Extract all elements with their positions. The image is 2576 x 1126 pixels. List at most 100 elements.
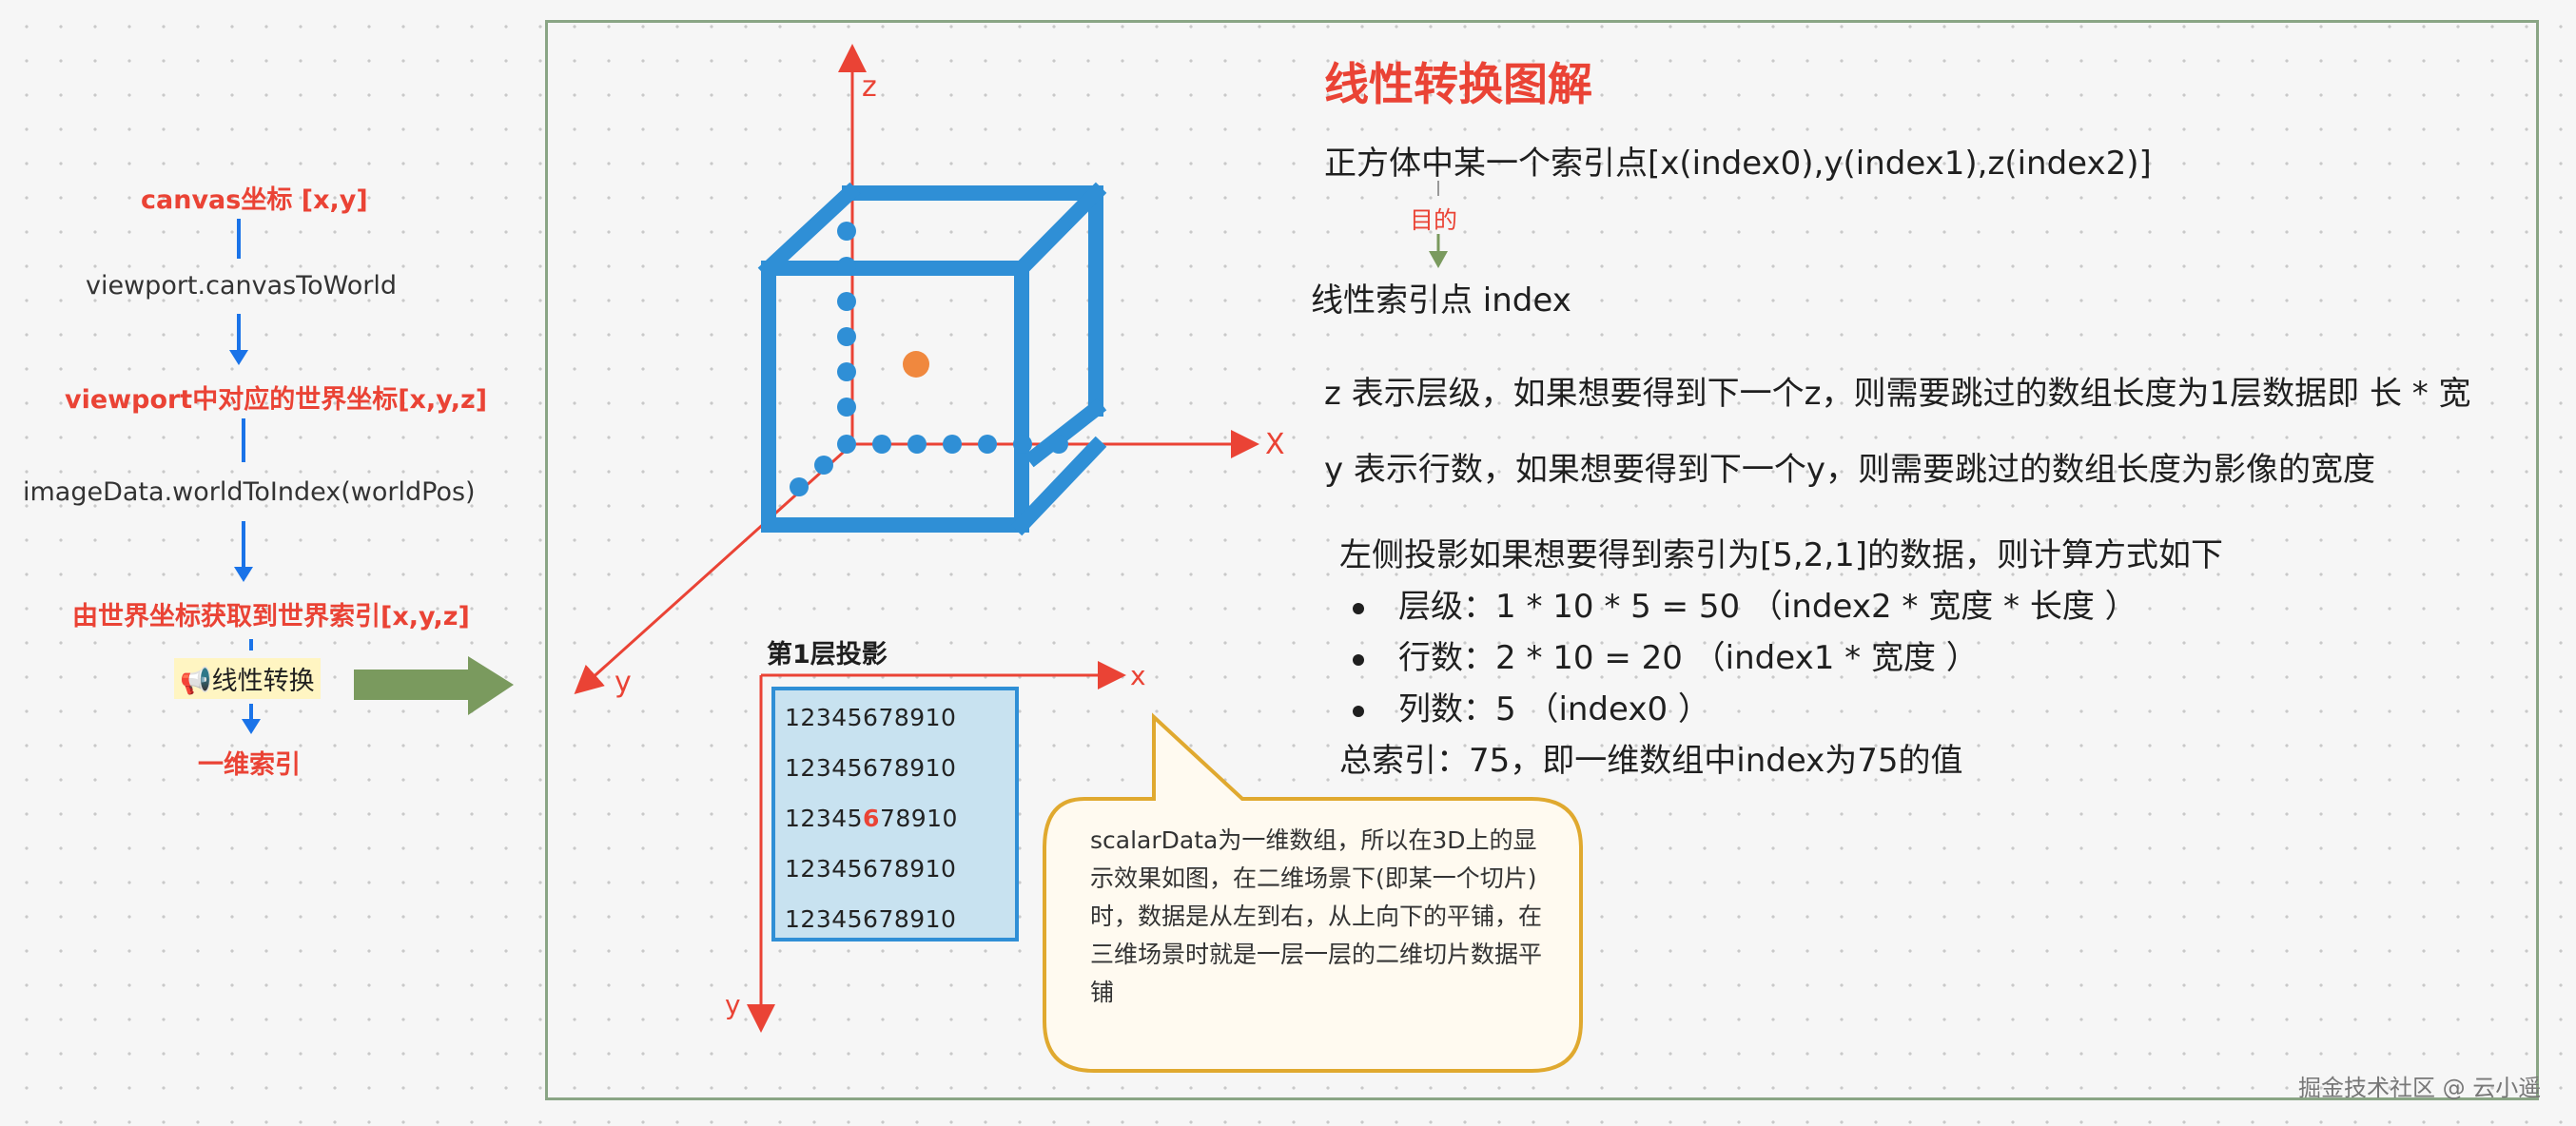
flow-connector: [242, 521, 245, 569]
flow-connector: [237, 314, 241, 352]
total-index-text: 总索引：75，即一维数组中index为75的值: [1339, 742, 1963, 780]
grid-cell: 4: [831, 855, 848, 883]
grid-cell: 9: [909, 905, 926, 933]
megaphone-icon: 📢: [180, 667, 212, 696]
bullet-dot-icon: [1353, 705, 1364, 717]
purpose-label: 目的: [1410, 206, 1458, 234]
grid-cell: 7: [879, 805, 896, 832]
grid-row: 12345678910: [785, 793, 1015, 844]
grid-cell: 4: [831, 704, 848, 731]
grid-row: 12345678910: [785, 692, 1015, 743]
flow-label-canvas-to-world: viewport.canvasToWorld: [86, 271, 397, 301]
flow-step-world-coords: viewport中对应的世界坐标[x,y,z]: [65, 385, 488, 415]
grid-cell: 10: [927, 805, 958, 832]
flow-label-world-to-index: imageData.worldToIndex(worldPos): [23, 477, 476, 507]
index-point: [903, 351, 929, 378]
linear-transform-note: 📢线性转换: [174, 658, 321, 699]
y-axis-label: y: [615, 666, 632, 699]
grid-cell: 6: [863, 805, 880, 832]
grid-cell: 5: [847, 855, 864, 883]
grid-cell: 4: [831, 754, 848, 782]
projection-title: 第1层投影: [767, 640, 888, 670]
bullet-text: 列数：5 （index0 ）: [1398, 690, 1710, 728]
flow-arrow-down: [234, 567, 253, 582]
grid-cell: 7: [878, 704, 894, 731]
flow-connector: [237, 219, 241, 259]
grid-cell: 1: [785, 805, 801, 832]
grid-cell: 6: [863, 905, 879, 933]
grid-cell: 2: [800, 905, 816, 933]
calc-bullet-row: 行数：2 * 10 = 20 （index1 * 宽度 ）: [1353, 631, 1979, 678]
flow-connector: [242, 418, 245, 462]
grid-cell: 1: [785, 855, 801, 883]
bullet-dot-icon: [1353, 653, 1364, 666]
flow-step-world-index: 由世界坐标获取到世界索引[x,y,z]: [72, 602, 470, 631]
grid-cell: 1: [785, 704, 801, 731]
purpose-arrow-icon: [1429, 251, 1448, 268]
grid-row: 12345678910: [785, 894, 1015, 944]
flow-step-1d-index: 一维索引: [198, 750, 301, 780]
grid-cell: 2: [800, 855, 816, 883]
grid-cell: 8: [893, 754, 910, 782]
grid-cell: 8: [895, 805, 911, 832]
grid-cell: 10: [925, 704, 957, 731]
cube-index-point-text: 正方体中某一个索引点[x(index0),y(index1),z(index2)…: [1324, 145, 2152, 183]
flow-connector: [249, 704, 253, 721]
projection-y-label: y: [725, 989, 741, 1020]
z-axis-label: z: [862, 70, 877, 104]
grid-row: 12345678910: [785, 844, 1015, 894]
y-explanation: y 表示行数，如果想要得到下一个y，则需要跳过的数组长度为影像的宽度: [1324, 451, 2376, 489]
grid-cell: 7: [878, 855, 894, 883]
projection-x-label: x: [1130, 660, 1146, 691]
z-explanation: z 表示层级，如果想要得到下一个z，则需要跳过的数组长度为1层数据即 长 * 宽: [1324, 375, 2471, 413]
grid-cell: 1: [785, 905, 801, 933]
grid-cell: 6: [863, 754, 879, 782]
bullet-text: 行数：2 * 10 = 20 （index1 * 宽度 ）: [1398, 639, 1979, 677]
x-axis-label: X: [1265, 428, 1285, 461]
watermark: 掘金技术社区 @ 云小遥: [2298, 1075, 2542, 1101]
grid-cell: 2: [800, 754, 816, 782]
grid-cell: 8: [893, 855, 910, 883]
grid-cell: 8: [893, 704, 910, 731]
callout-text: scalarData为一维数组，所以在3D上的显示效果如图，在二维场景下(即某一…: [1090, 826, 1543, 1006]
grid-cell: 10: [925, 855, 957, 883]
grid-cell: 4: [831, 905, 848, 933]
grid-cell: 3: [815, 905, 832, 933]
grid-row: 12345678910: [785, 743, 1015, 793]
note-label: 线性转换: [211, 667, 315, 696]
grid-cell: 5: [847, 754, 864, 782]
grid-cell: 10: [925, 754, 957, 782]
grid-cell: 1: [785, 754, 801, 782]
grid-cell: 9: [909, 855, 926, 883]
bullet-text: 层级：1 * 10 * 5 = 50 （index2 * 宽度 * 长度 ）: [1398, 588, 2137, 626]
flow-step-canvas-coords: canvas坐标 [x,y]: [141, 185, 368, 215]
grid-cell: 2: [800, 704, 816, 731]
grid-cell: 10: [925, 905, 957, 933]
grid-cell: 5: [847, 704, 864, 731]
callout-bubble: [1043, 712, 1583, 1073]
grid-cell: 5: [847, 805, 864, 832]
flow-arrow-down: [242, 719, 261, 734]
grid-cell: 7: [878, 754, 894, 782]
grid-cell: 3: [815, 855, 832, 883]
grid-cell: 3: [815, 704, 832, 731]
grid-cell: 5: [847, 905, 864, 933]
page-title: 线性转换图解: [1324, 59, 1592, 111]
cube-outline: [757, 182, 1107, 536]
flow-arrow-down: [229, 350, 248, 365]
grid-cell: 3: [815, 805, 832, 832]
grid-cell: 2: [800, 805, 816, 832]
calc-bullet-layer: 层级：1 * 10 * 5 = 50 （index2 * 宽度 * 长度 ）: [1353, 580, 2137, 627]
grid-cell: 8: [893, 905, 910, 933]
flow-connector: [249, 639, 253, 650]
cube-inner-dots: [790, 222, 1068, 496]
grid-cell: 9: [909, 754, 926, 782]
diagram-frame: [545, 20, 2539, 1100]
grid-cell: 7: [878, 905, 894, 933]
grid-cell: 6: [863, 855, 879, 883]
calc-intro: 左侧投影如果想要得到索引为[5,2,1]的数据，则计算方式如下: [1339, 536, 2224, 574]
calc-bullet-column: 列数：5 （index0 ）: [1353, 683, 1710, 729]
linear-index-text: 线性索引点 index: [1311, 282, 1571, 320]
